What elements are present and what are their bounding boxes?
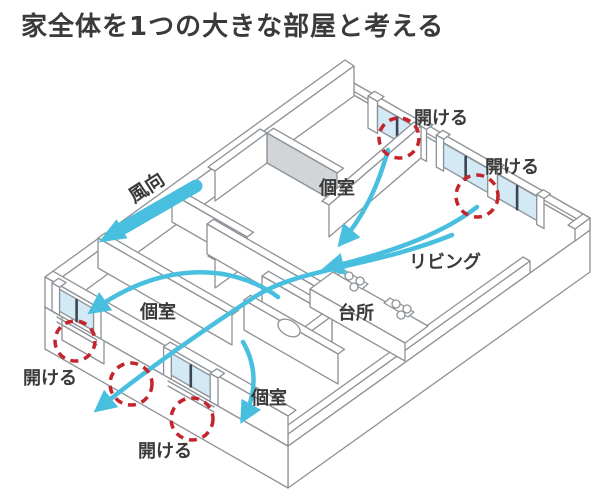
open-highlight-circle: [53, 319, 97, 363]
room-label-kitchen: 台所: [338, 302, 374, 324]
open-window-circles: [53, 116, 500, 442]
toilet-icon: [277, 318, 301, 338]
airflow-arrows: [87, 147, 480, 424]
stove-burner-icon: [344, 271, 354, 281]
open-highlight-circle: [454, 173, 500, 219]
line-art-shape: [56, 321, 98, 346]
airflow-arrow: [240, 339, 262, 424]
rim-se-top: [567, 213, 591, 230]
airflow-arrow: [321, 204, 480, 275]
line-art-shape: [167, 385, 215, 413]
wall-face: [435, 134, 445, 172]
wall-face: [97, 237, 233, 346]
open-label-right: 開ける: [485, 157, 539, 178]
stove-burner-icon: [396, 310, 406, 320]
open-label-left: 開ける: [23, 368, 77, 389]
wall-face: [367, 95, 379, 135]
airflow-arrow: [87, 270, 281, 315]
open-highlight-circle: [108, 361, 154, 407]
wall-face: [536, 193, 545, 230]
kitchen-counter-face: [309, 288, 406, 362]
diagram-labels: 風向 開ける 開ける 開ける 開ける 個室 個室 個室 リビング 台所: [23, 108, 539, 462]
stove-burner-icon: [349, 282, 359, 292]
airflow-arrow: [337, 147, 391, 248]
room-label-living: リビング: [409, 251, 481, 273]
stove-burner-icon: [355, 276, 365, 286]
room-label-private-left: 個室: [139, 301, 176, 323]
room-label-private-bottom: 個室: [250, 387, 287, 409]
airflow-arrow: [93, 232, 455, 413]
open-label-bottom: 開ける: [138, 441, 192, 462]
stove-burner-icon: [402, 304, 412, 314]
open-label-top: 開ける: [414, 108, 468, 129]
wall-face: [243, 299, 339, 385]
line-art-shape: [56, 316, 98, 341]
wind-arrow-head: [98, 219, 128, 243]
page-title: 家全体を1つの大きな部屋と考える: [21, 12, 445, 42]
wall-face: [209, 372, 219, 407]
stove-burner-icon: [391, 299, 401, 309]
wall-face: [51, 282, 61, 316]
wind-arrow-shaft: [117, 179, 203, 234]
open-highlight-circle: [377, 116, 421, 160]
wall-face: [214, 132, 268, 202]
open-highlight-circle: [169, 396, 215, 442]
room-label-private-top: 個室: [318, 177, 355, 199]
